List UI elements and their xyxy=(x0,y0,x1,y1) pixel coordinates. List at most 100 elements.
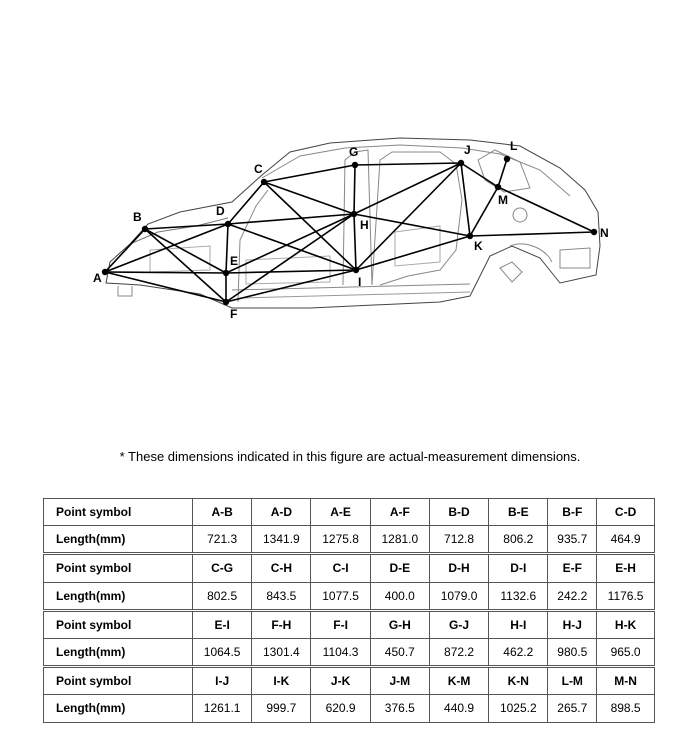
measurement-line-b-d xyxy=(144,223,229,230)
point-symbol-cell: K-N xyxy=(488,665,549,696)
point-symbol-cell: F-I xyxy=(310,608,371,639)
measurement-point-e xyxy=(222,269,230,277)
measurement-point-f xyxy=(222,298,230,306)
point-label-d: D xyxy=(216,204,225,218)
point-symbol-header: Point symbol xyxy=(43,552,193,583)
length-cell: 620.9 xyxy=(310,694,371,723)
length-cell: 802.5 xyxy=(191,581,253,611)
measurement-line-i-j xyxy=(355,162,462,271)
point-label-j: J xyxy=(464,143,471,157)
point-symbol-cell: H-J xyxy=(547,608,598,639)
measurement-line-k-n xyxy=(469,231,595,237)
measurement-point-g xyxy=(351,161,359,169)
measurement-point-c xyxy=(260,178,268,186)
length-cell: 242.2 xyxy=(547,581,598,611)
point-symbol-cell: E-F xyxy=(547,552,598,583)
point-symbol-header: Point symbol xyxy=(43,497,193,527)
measurement-line-c-i xyxy=(263,181,357,271)
point-symbol-cell: B-F xyxy=(547,497,598,527)
point-symbol-cell: G-J xyxy=(428,608,490,639)
point-symbol-cell: B-E xyxy=(488,497,549,527)
length-cell: 450.7 xyxy=(369,637,430,668)
measurement-line-j-k xyxy=(460,162,471,237)
length-cell: 1261.1 xyxy=(191,694,253,723)
length-header: Length(mm) xyxy=(43,637,193,668)
point-symbol-cell: K-M xyxy=(428,665,490,696)
point-symbol-cell: M-N xyxy=(596,665,655,696)
point-label-g: G xyxy=(349,145,358,159)
length-cell: 1077.5 xyxy=(310,581,371,611)
point-symbol-cell: G-H xyxy=(369,608,430,639)
point-label-m: M xyxy=(498,193,508,207)
point-symbol-cell: E-I xyxy=(191,608,253,639)
point-label-i: I xyxy=(358,275,361,289)
length-cell: 1079.0 xyxy=(428,581,490,611)
point-symbol-cell: A-E xyxy=(310,497,371,527)
point-label-e: E xyxy=(230,254,238,268)
length-cell: 872.2 xyxy=(428,637,490,668)
length-cell: 712.8 xyxy=(428,525,490,555)
length-cell: 400.0 xyxy=(369,581,430,611)
point-symbol-cell: I-J xyxy=(191,665,253,696)
length-cell: 898.5 xyxy=(596,694,655,723)
point-symbol-cell: J-K xyxy=(310,665,371,696)
length-cell: 1281.0 xyxy=(369,525,430,555)
measurement-point-b xyxy=(141,225,149,233)
measurement-line-c-d xyxy=(227,181,265,225)
point-symbol-cell: B-D xyxy=(428,497,490,527)
point-symbol-cell: H-I xyxy=(488,608,549,639)
point-symbol-cell: C-D xyxy=(596,497,655,527)
point-label-b: B xyxy=(133,210,142,224)
point-symbol-cell: E-H xyxy=(596,552,655,583)
point-symbol-cell: D-I xyxy=(488,552,549,583)
length-cell: 1132.6 xyxy=(488,581,549,611)
length-cell: 843.5 xyxy=(251,581,312,611)
length-cell: 999.7 xyxy=(251,694,312,723)
measurement-line-b-e xyxy=(144,228,227,274)
measurement-line-f-h xyxy=(225,213,355,303)
measurement-line-b-f xyxy=(144,228,227,303)
length-cell: 721.3 xyxy=(191,525,253,555)
length-cell: 1275.8 xyxy=(310,525,371,555)
measurement-point-d xyxy=(224,220,232,228)
point-label-f: F xyxy=(230,307,237,321)
measurement-line-k-m xyxy=(469,186,499,237)
point-symbol-cell: J-M xyxy=(369,665,430,696)
measurement-line-c-h xyxy=(263,181,355,215)
car-body-outline xyxy=(105,137,601,309)
measurement-line-a-e xyxy=(104,271,227,274)
length-header: Length(mm) xyxy=(43,581,193,611)
measurement-line-d-h xyxy=(227,213,355,225)
measurement-line-f-i xyxy=(225,269,357,303)
point-symbol-cell: C-I xyxy=(310,552,371,583)
point-symbol-cell: A-F xyxy=(369,497,430,527)
point-label-h: H xyxy=(360,218,369,232)
measurement-line-g-h xyxy=(353,164,356,215)
measurement-line-a-b xyxy=(104,228,146,273)
measurement-points xyxy=(101,155,598,306)
length-cell: 965.0 xyxy=(596,637,655,668)
point-symbol-header: Point symbol xyxy=(43,608,193,639)
length-cell: 376.5 xyxy=(369,694,430,723)
length-cell: 462.2 xyxy=(488,637,549,668)
point-symbol-cell: H-K xyxy=(596,608,655,639)
measurement-line-h-k xyxy=(353,213,471,237)
measurement-line-m-n xyxy=(497,186,595,233)
length-cell: 806.2 xyxy=(488,525,549,555)
point-label-c: C xyxy=(254,162,263,176)
measurement-lines xyxy=(104,158,595,303)
length-cell: 935.7 xyxy=(547,525,598,555)
length-header: Length(mm) xyxy=(43,694,193,723)
measurement-point-i xyxy=(352,266,360,274)
point-symbol-cell: D-E xyxy=(369,552,430,583)
point-symbol-header: Point symbol xyxy=(43,665,193,696)
measurement-line-c-g xyxy=(263,164,356,183)
